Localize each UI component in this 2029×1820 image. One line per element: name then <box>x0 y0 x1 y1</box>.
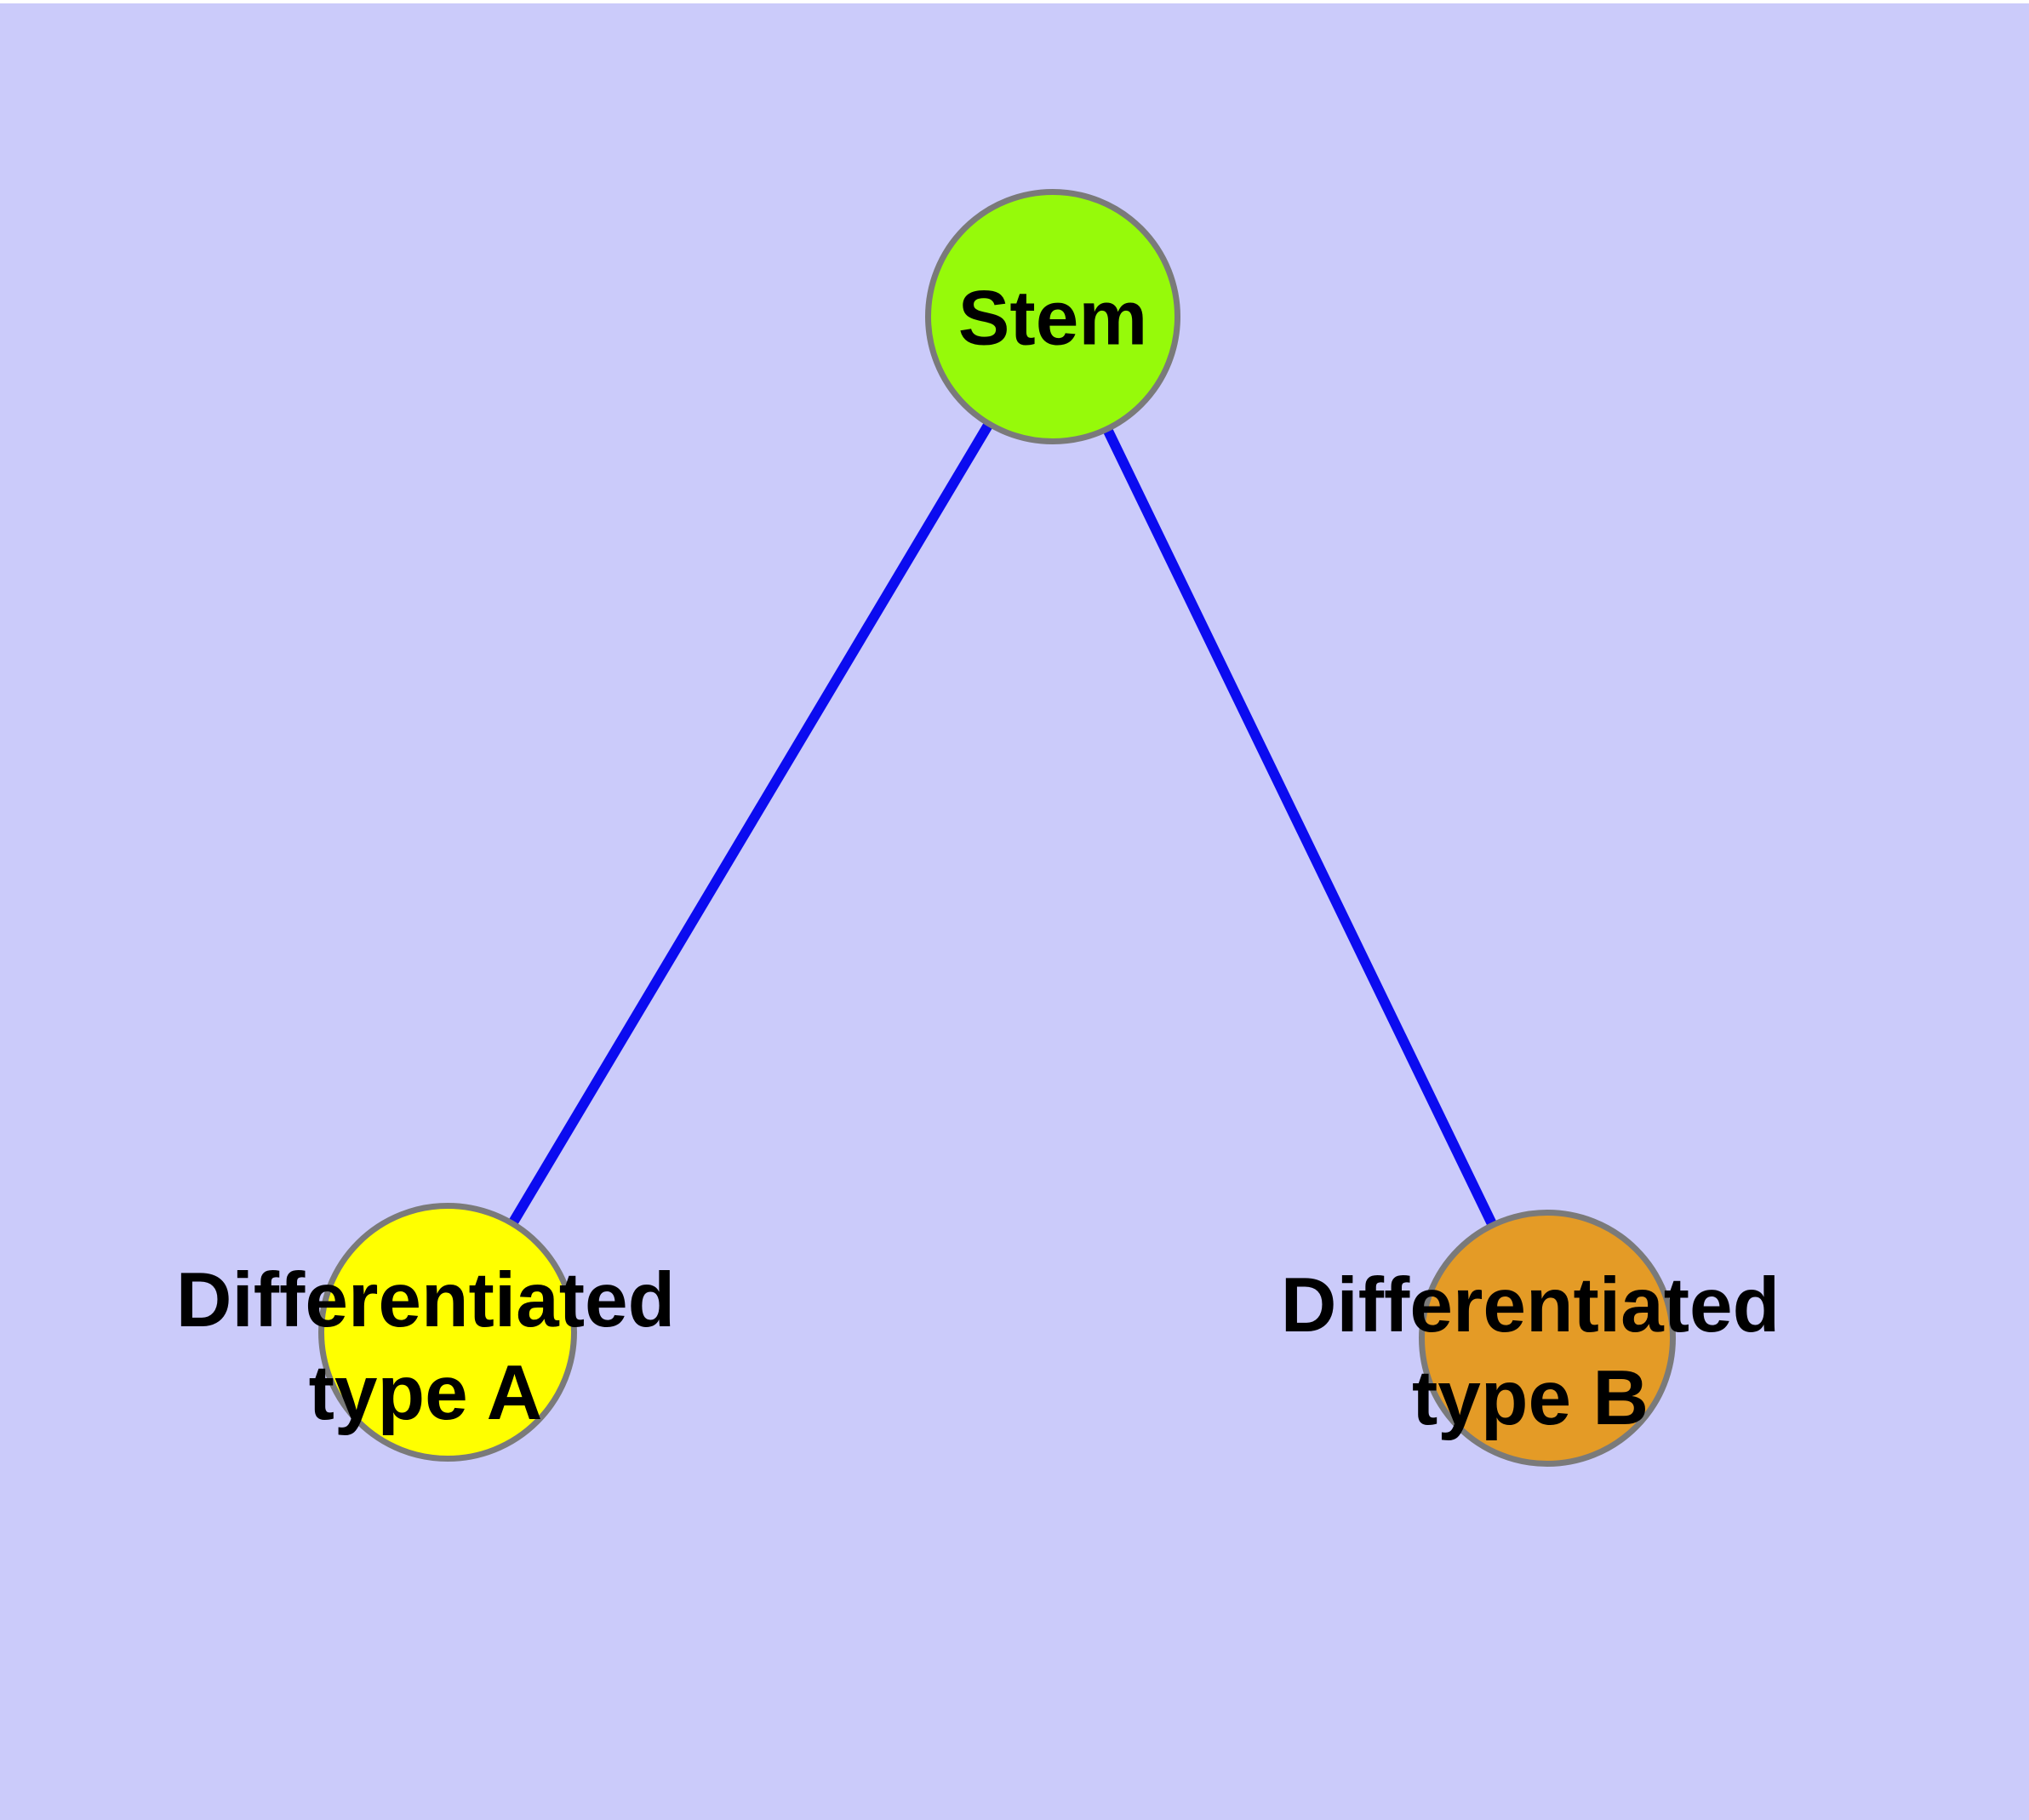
edge-stem-to-type-b <box>1048 314 1552 1341</box>
node-type-b-label-line1: Differentiated <box>1280 1262 1780 1348</box>
node-type-a-label: Differentiated type A <box>176 1254 676 1439</box>
top-margin <box>0 0 2029 3</box>
node-type-b-label-line2: type B <box>1411 1355 1649 1441</box>
node-differentiated-type-b <box>1419 1210 1676 1467</box>
edge-stem-to-type-a <box>443 313 1058 1336</box>
node-stem-label: Stem <box>957 275 1148 362</box>
node-stem <box>925 189 1180 444</box>
node-type-a-label-line1: Differentiated <box>175 1256 676 1343</box>
node-type-a-label-line2: type A <box>308 1350 543 1436</box>
node-type-b-label: Differentiated type B <box>1281 1259 1780 1445</box>
node-differentiated-type-a <box>318 1203 577 1462</box>
